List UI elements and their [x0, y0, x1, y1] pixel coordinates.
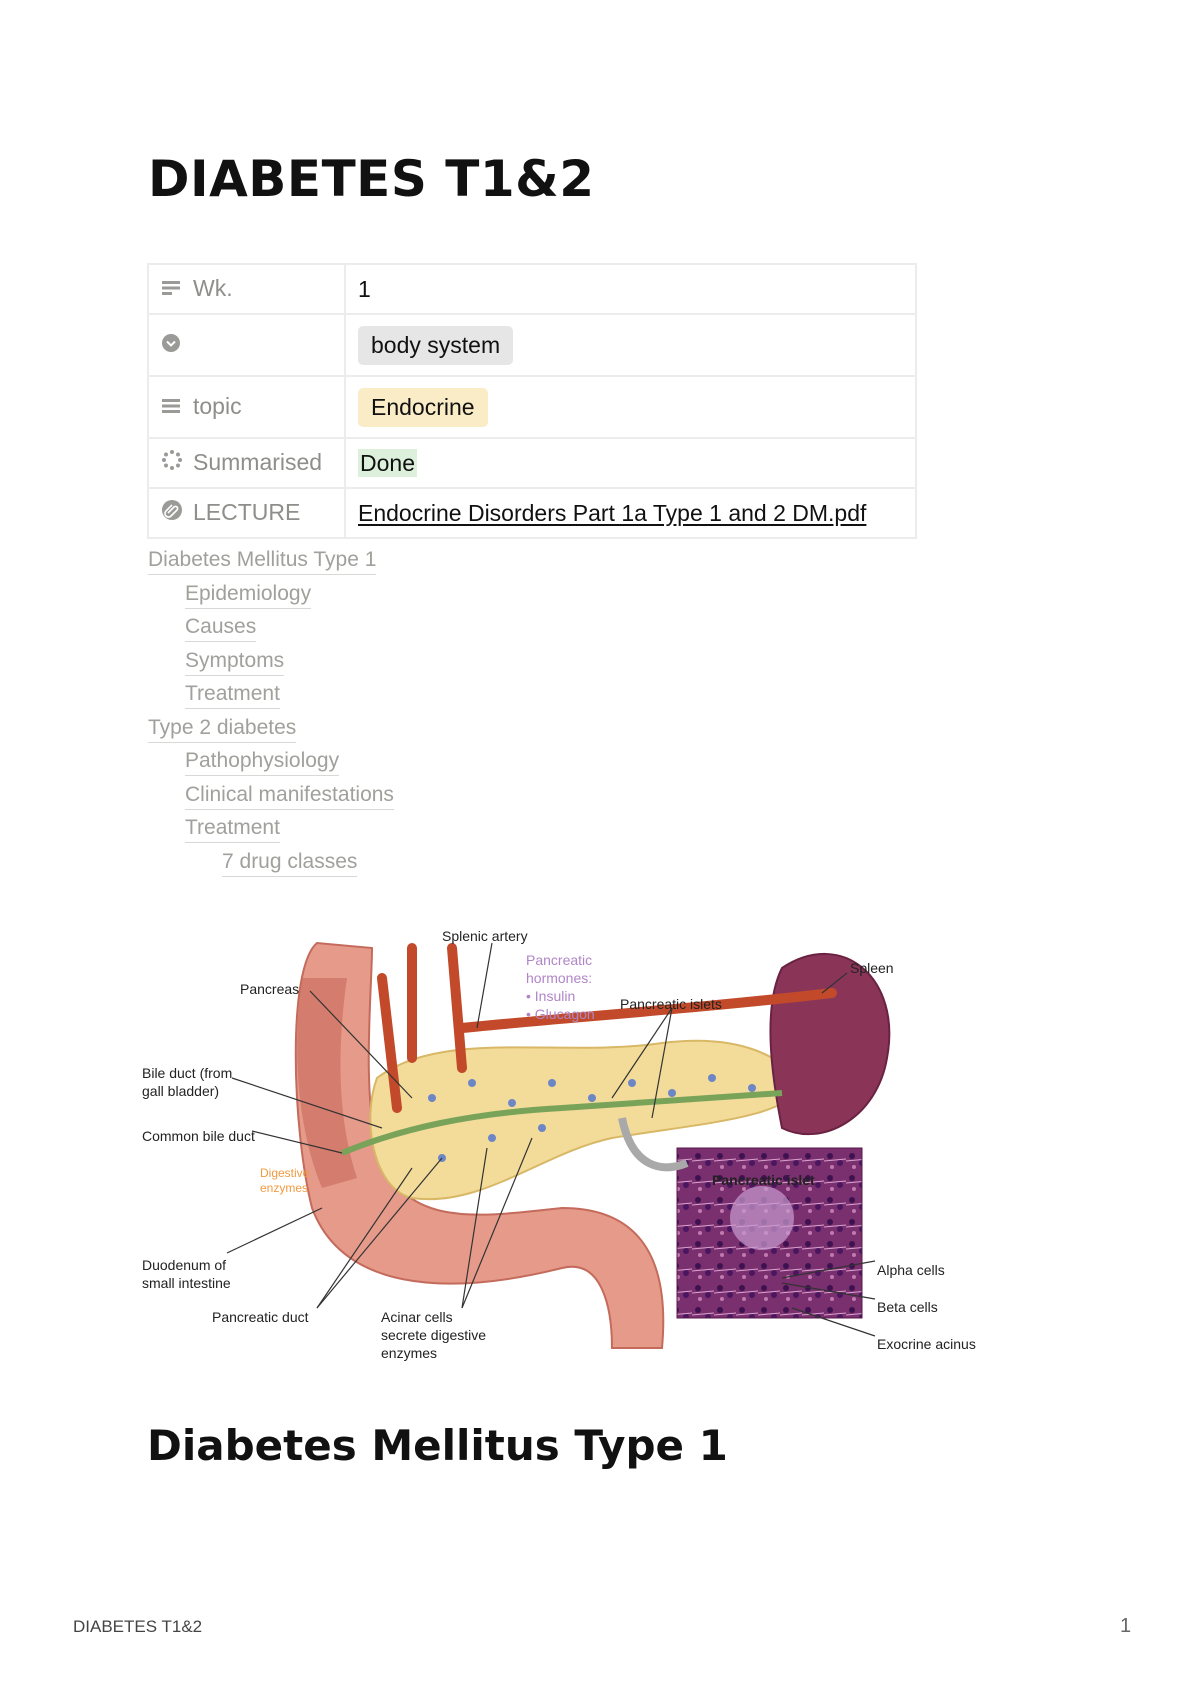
text-lines-icon: [161, 276, 185, 303]
common-bile-duct-label: Common bile duct: [142, 1128, 255, 1144]
topic-tag[interactable]: Endocrine: [358, 387, 488, 427]
list-icon: [161, 394, 185, 421]
pancreatic-islet-label: Pancreatic islet: [712, 1172, 815, 1188]
table-of-contents: Diabetes Mellitus Type 1 Epidemiology Ca…: [148, 548, 394, 883]
beta-cells-label: Beta cells: [877, 1299, 938, 1315]
acinar-cells-label: Acinar cells: [381, 1309, 453, 1325]
splenic-artery-label: Splenic artery: [442, 928, 528, 944]
toc-item[interactable]: Pathophysiology: [148, 749, 394, 783]
spleen-label: Spleen: [850, 960, 894, 976]
pancreatic-hormones-label: hormones:: [526, 970, 592, 986]
toc-item[interactable]: Treatment: [148, 816, 394, 850]
property-row-summarised: Summarised Done: [147, 437, 917, 489]
insulin-label: • Insulin: [526, 988, 575, 1004]
pancreatic-hormones-label: Pancreatic: [526, 952, 592, 968]
alpha-cells-label: Alpha cells: [877, 1262, 945, 1278]
glucagon-label: • Glucagon: [526, 1006, 595, 1022]
lecture-file-link[interactable]: Endocrine Disorders Part 1a Type 1 and 2…: [358, 499, 867, 526]
pancreas-label: Pancreas: [240, 981, 299, 997]
digestive-enzymes-label: Digestive: [260, 1166, 310, 1180]
select-circle-icon: [161, 332, 185, 359]
property-key: LECTURE: [147, 487, 346, 539]
toc-item[interactable]: Type 2 diabetes: [148, 715, 394, 750]
toc-item[interactable]: Symptoms: [148, 648, 394, 683]
digestive-enzymes-label: enzymes: [260, 1181, 308, 1195]
toc-item[interactable]: Causes: [148, 615, 394, 649]
properties-table: Wk. 1 body system topic Endocrine Summar…: [147, 263, 917, 539]
property-value[interactable]: 1: [344, 263, 917, 315]
property-row-body-system: body system: [147, 313, 917, 377]
status-loading-icon: [161, 449, 185, 477]
status-done[interactable]: Done: [358, 448, 417, 477]
toc-item[interactable]: 7 drug classes: [148, 849, 394, 884]
toc-item[interactable]: Treatment: [148, 682, 394, 716]
toc-item[interactable]: Epidemiology: [148, 581, 394, 616]
select-tag[interactable]: body system: [358, 325, 514, 365]
property-row-wk: Wk. 1: [147, 263, 917, 315]
bile-duct-label: Bile duct (from: [142, 1065, 232, 1081]
toc-item[interactable]: Clinical manifestations: [148, 782, 394, 817]
page-title: DIABETES T1&2: [148, 150, 595, 208]
paperclip-icon: [161, 499, 185, 527]
pancreatic-duct-label: Pancreatic duct: [212, 1309, 309, 1325]
property-row-lecture: LECTURE Endocrine Disorders Part 1a Type…: [147, 487, 917, 539]
acinar-cells-label: secrete digestive: [381, 1327, 486, 1343]
property-key: [147, 313, 346, 377]
pancreas-diagram: Splenic artery Pancreatic hormones: • In…: [142, 928, 976, 1361]
duodenum-label: Duodenum of: [142, 1257, 226, 1273]
pancreatic-islets-label: Pancreatic islets: [620, 996, 722, 1012]
property-key: topic: [147, 375, 346, 439]
page-number: 1: [1120, 1615, 1132, 1637]
duodenum-label: small intestine: [142, 1275, 231, 1291]
footer-title: DIABETES T1&2: [73, 1617, 203, 1636]
toc-item[interactable]: Diabetes Mellitus Type 1: [148, 548, 394, 582]
property-key: Wk.: [147, 263, 346, 315]
bile-duct-label: gall bladder): [142, 1083, 219, 1099]
section-heading: Diabetes Mellitus Type 1: [147, 1421, 728, 1470]
property-key: Summarised: [147, 437, 346, 489]
property-row-topic: topic Endocrine: [147, 375, 917, 439]
exocrine-acinus-label: Exocrine acinus: [877, 1336, 976, 1352]
acinar-cells-label: enzymes: [381, 1345, 437, 1361]
